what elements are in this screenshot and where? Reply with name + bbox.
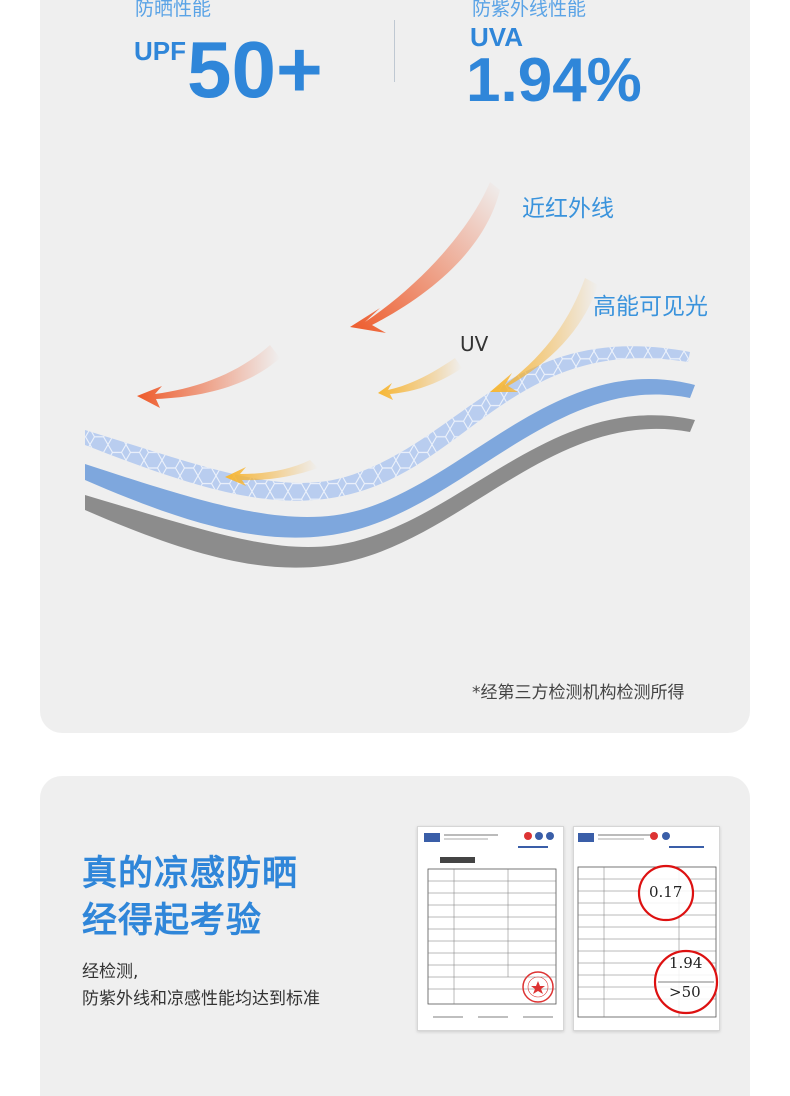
ir-arrow-left: [137, 345, 280, 408]
report-2-content: [577, 832, 719, 1018]
fabric-layer-bottom: [85, 415, 695, 568]
ir-arrow-main: [350, 182, 500, 333]
test-report-document-2[interactable]: [573, 826, 720, 1031]
near-infrared-label: 近红外线: [522, 196, 614, 222]
fabric-layers-diagram: [85, 182, 695, 568]
upf-value: 50+: [187, 25, 323, 114]
body-line-1: 经检测,: [82, 962, 139, 982]
report-1-content: [424, 832, 557, 1018]
headline-line-2: 经得起考验: [82, 901, 263, 941]
stat-divider: [394, 20, 395, 82]
visible-arrow-low: [225, 460, 318, 486]
report-value-017: 0.17: [649, 883, 683, 901]
headline-line-1: 真的凉感防晒: [82, 854, 299, 894]
visible-light-label: 高能可见光: [593, 294, 708, 320]
visible-arrow-mid: [378, 358, 462, 400]
uv-protection-label: 防紫外线性能: [472, 0, 587, 20]
uva-value: 1.94%: [466, 46, 642, 115]
uv-label: UV: [460, 332, 489, 356]
third-party-footnote: *经第三方检测机构检测所得: [472, 683, 685, 703]
fabric-layer-middle: [85, 378, 695, 538]
report-value-over-50: >50: [669, 983, 701, 1001]
sun-protection-label: 防晒性能: [135, 0, 212, 20]
performance-card: [40, 0, 750, 733]
test-report-document-1[interactable]: [417, 826, 564, 1031]
visible-arrow-main: [490, 278, 598, 392]
report-value-194: 1.94: [669, 954, 703, 972]
body-line-2: 防紫外线和凉感性能均达到标准: [82, 989, 320, 1009]
upf-prefix: UPF: [134, 36, 186, 66]
uva-prefix: UVA: [470, 22, 523, 52]
